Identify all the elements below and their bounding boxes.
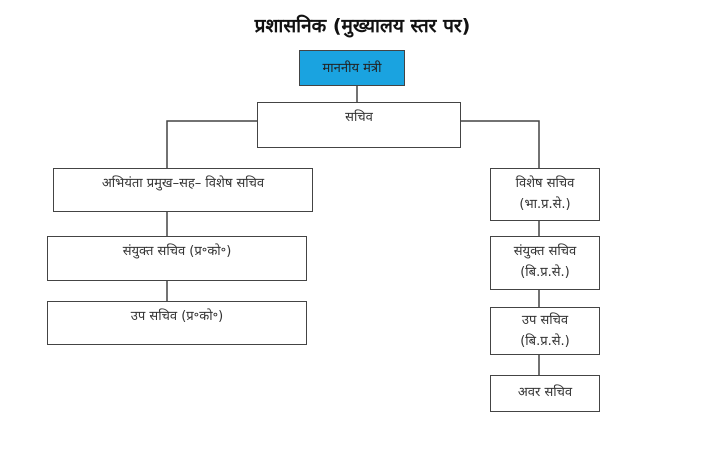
node-label: संयुक्त सचिव <box>513 244 577 259</box>
minister-box: माननीय मंत्री <box>299 50 405 86</box>
under-secretary-box: अवर सचिव <box>490 375 600 412</box>
minister-label: माननीय मंत्री <box>322 61 382 76</box>
node-label: उप सचिव <box>521 313 569 328</box>
secretary-box: सचिव <box>257 102 461 148</box>
node-sublabel: (बि.प्र.से.) <box>520 334 570 349</box>
secretary-label: सचिव <box>345 110 373 125</box>
connector-secretary-left <box>166 120 257 168</box>
deputy-secretary-left-box: उप सचिव (प्र॰को॰) <box>47 301 307 345</box>
deputy-secretary-right-box: उप सचिव (बि.प्र.से.) <box>490 307 600 355</box>
joint-secretary-left-box: संयुक्त सचिव (प्र॰को॰) <box>47 236 307 281</box>
node-label: अवर सचिव <box>517 385 573 400</box>
node-sublabel: (भा.प्र.से.) <box>519 197 571 212</box>
node-label: विशेष सचिव <box>515 176 575 191</box>
node-label: अभियंता प्रमुख–सह– विशेष सचिव <box>101 176 265 191</box>
joint-secretary-right-box: संयुक्त सचिव (बि.प्र.से.) <box>490 236 600 290</box>
node-sublabel: (बि.प्र.से.) <box>520 265 570 280</box>
chart-title: प्रशासनिक (मुख्यालय स्तर पर) <box>254 15 471 37</box>
special-secretary-box: विशेष सचिव (भा.प्र.से.) <box>490 168 600 221</box>
node-label: उप सचिव (प्र॰को॰) <box>130 309 224 324</box>
node-label: संयुक्त सचिव (प्र॰को॰) <box>122 244 232 259</box>
connector-secretary-right <box>461 120 540 168</box>
engineer-chief-box: अभियंता प्रमुख–सह– विशेष सचिव <box>53 168 313 212</box>
